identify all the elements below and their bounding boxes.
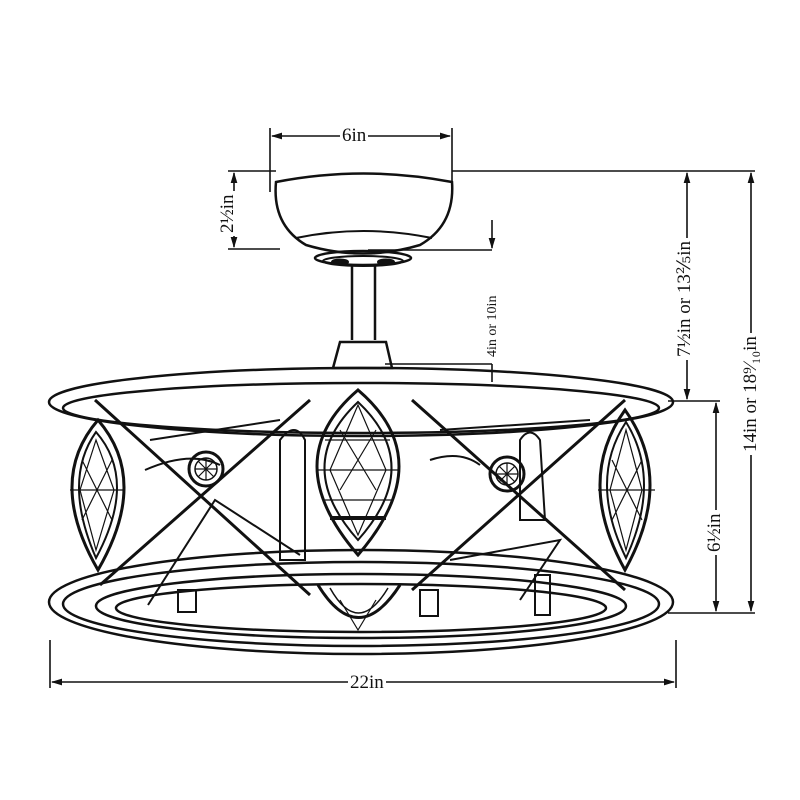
top-ring xyxy=(47,366,675,438)
medallion-left xyxy=(187,450,225,488)
downrod xyxy=(331,265,394,370)
canopy-width-label: 6in xyxy=(340,125,369,146)
crystal-panel-right xyxy=(598,407,655,574)
medallion-right xyxy=(488,455,526,493)
crystal-panel-left xyxy=(70,417,126,574)
overall-height-label: 14in or 18⁹⁄₁₀in xyxy=(740,333,761,455)
cage-struts xyxy=(93,398,626,606)
dim-downrod xyxy=(368,220,496,382)
crystal-panel-center xyxy=(315,388,401,558)
bottom-ring xyxy=(47,548,675,656)
overall-width-label: 22in xyxy=(348,672,386,693)
top-section-height-label: 7½in or 13⅖in xyxy=(674,237,695,360)
downrod-length-label: 4in or 10in xyxy=(485,292,500,360)
body-height-label: 6½in xyxy=(704,510,725,555)
crystal-panel-bottom xyxy=(316,584,402,632)
canopy xyxy=(274,172,454,267)
canopy-height-label: 2½in xyxy=(217,191,238,236)
